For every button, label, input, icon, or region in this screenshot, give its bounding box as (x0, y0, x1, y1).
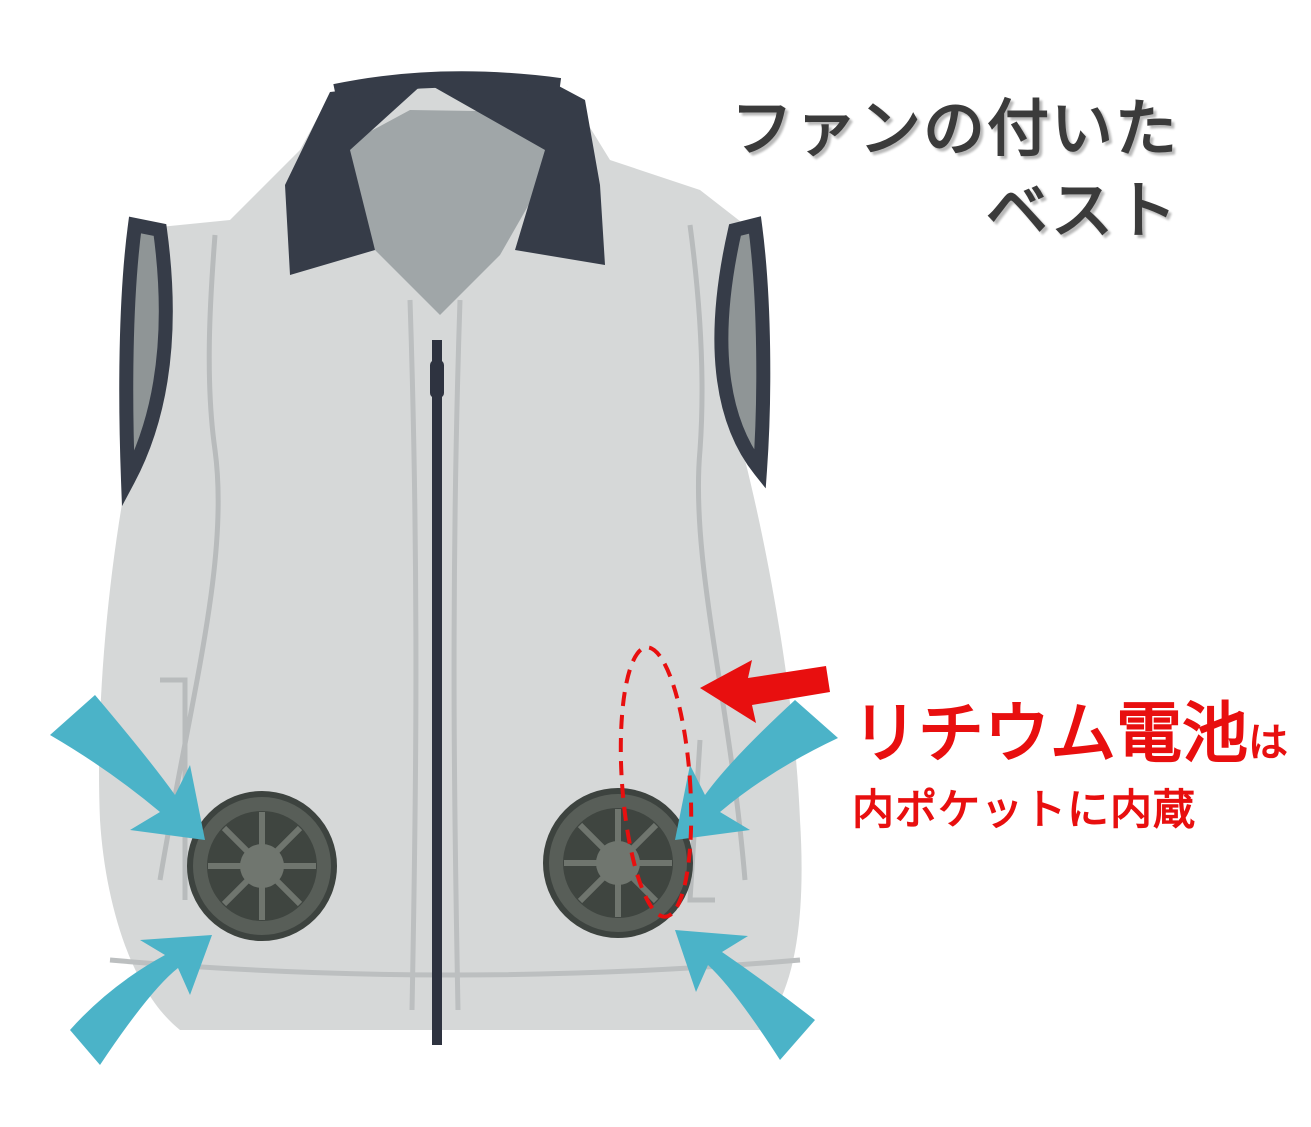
battery-callout-particle: は (1248, 720, 1288, 766)
battery-highlight-ellipse (618, 645, 694, 919)
airflow-arrow-icon (675, 930, 815, 1060)
title-line-1: ファンの付いた (730, 92, 1179, 165)
airflow-arrow-icon (50, 695, 205, 840)
battery-callout: リチウム電池は (852, 694, 1288, 783)
right-armhole (714, 216, 771, 489)
page-title: ファンの付いた ベスト (731, 88, 1179, 252)
fan-icon (543, 788, 693, 938)
vest-collar-left (285, 82, 425, 275)
fan-icon (187, 791, 337, 941)
battery-callout-sub: 内ポケットに内蔵 (852, 785, 1197, 834)
airflow-arrow-icon (675, 700, 838, 840)
vest-collar-right (425, 82, 605, 265)
airflow-arrow-icon (70, 935, 212, 1065)
title-line-2: ベスト (985, 174, 1179, 247)
left-armhole (119, 216, 173, 507)
zipper-pull (430, 360, 444, 398)
battery-callout-main: リチウム電池 (852, 695, 1248, 772)
vest-inner-lining (345, 110, 560, 315)
pointer-arrow-icon (700, 660, 830, 723)
